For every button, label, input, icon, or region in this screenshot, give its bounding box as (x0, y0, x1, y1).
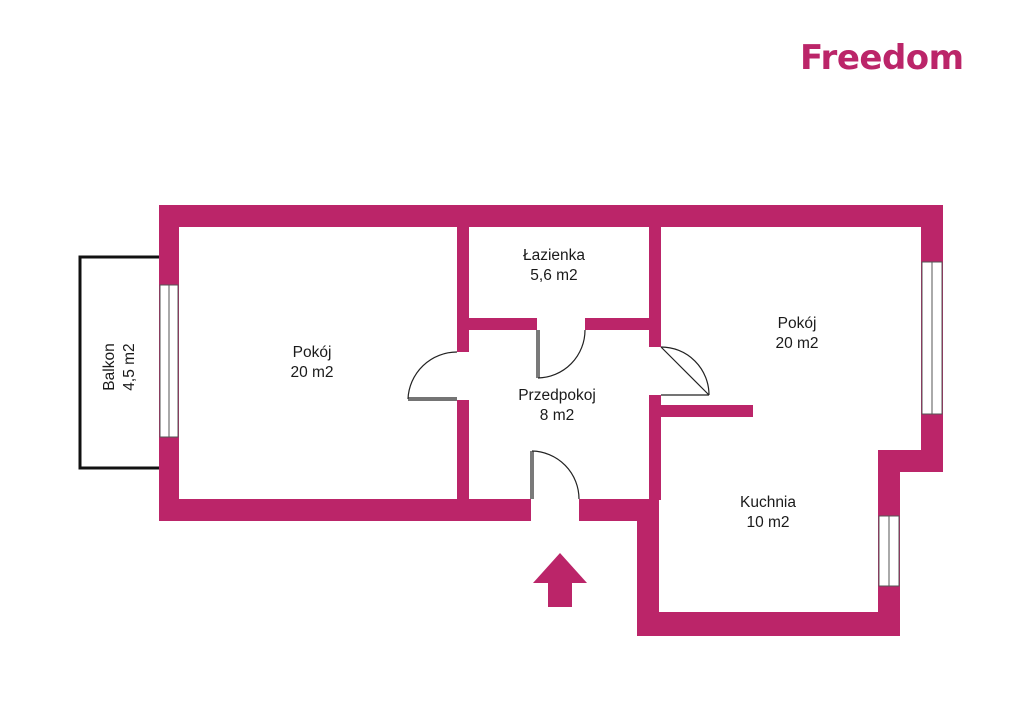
brand-logo: Freedom (800, 38, 964, 78)
room-area: 20 m2 (290, 364, 334, 381)
entrance-arrow-icon (533, 553, 587, 607)
room-label-balkon: Balkon 4,5 m2 (100, 317, 140, 417)
room-name: Balkon (101, 343, 118, 391)
room-label-pokoj-right: Pokój 20 m2 (747, 314, 847, 354)
room-area: 10 m2 (746, 514, 790, 531)
room-name: Przedpokoj (518, 387, 596, 404)
room-label-kuchnia: Kuchnia 10 m2 (718, 493, 818, 533)
room-area: 20 m2 (775, 335, 819, 352)
room-name: Łazienka (522, 247, 586, 264)
doors (407, 329, 710, 500)
room-name: Kuchnia (739, 494, 796, 511)
room-area: 8 m2 (539, 407, 575, 424)
room-name: Pokój (292, 344, 332, 361)
windows (159, 261, 943, 587)
room-label-przedpokoj: Przedpokoj 8 m2 (502, 386, 612, 426)
room-label-pokoj-left: Pokój 20 m2 (262, 343, 362, 383)
room-label-lazienka: Łazienka 5,6 m2 (504, 246, 604, 286)
room-area: 5,6 m2 (530, 267, 578, 284)
room-area: 4,5 m2 (121, 343, 138, 391)
room-name: Pokój (777, 315, 817, 332)
